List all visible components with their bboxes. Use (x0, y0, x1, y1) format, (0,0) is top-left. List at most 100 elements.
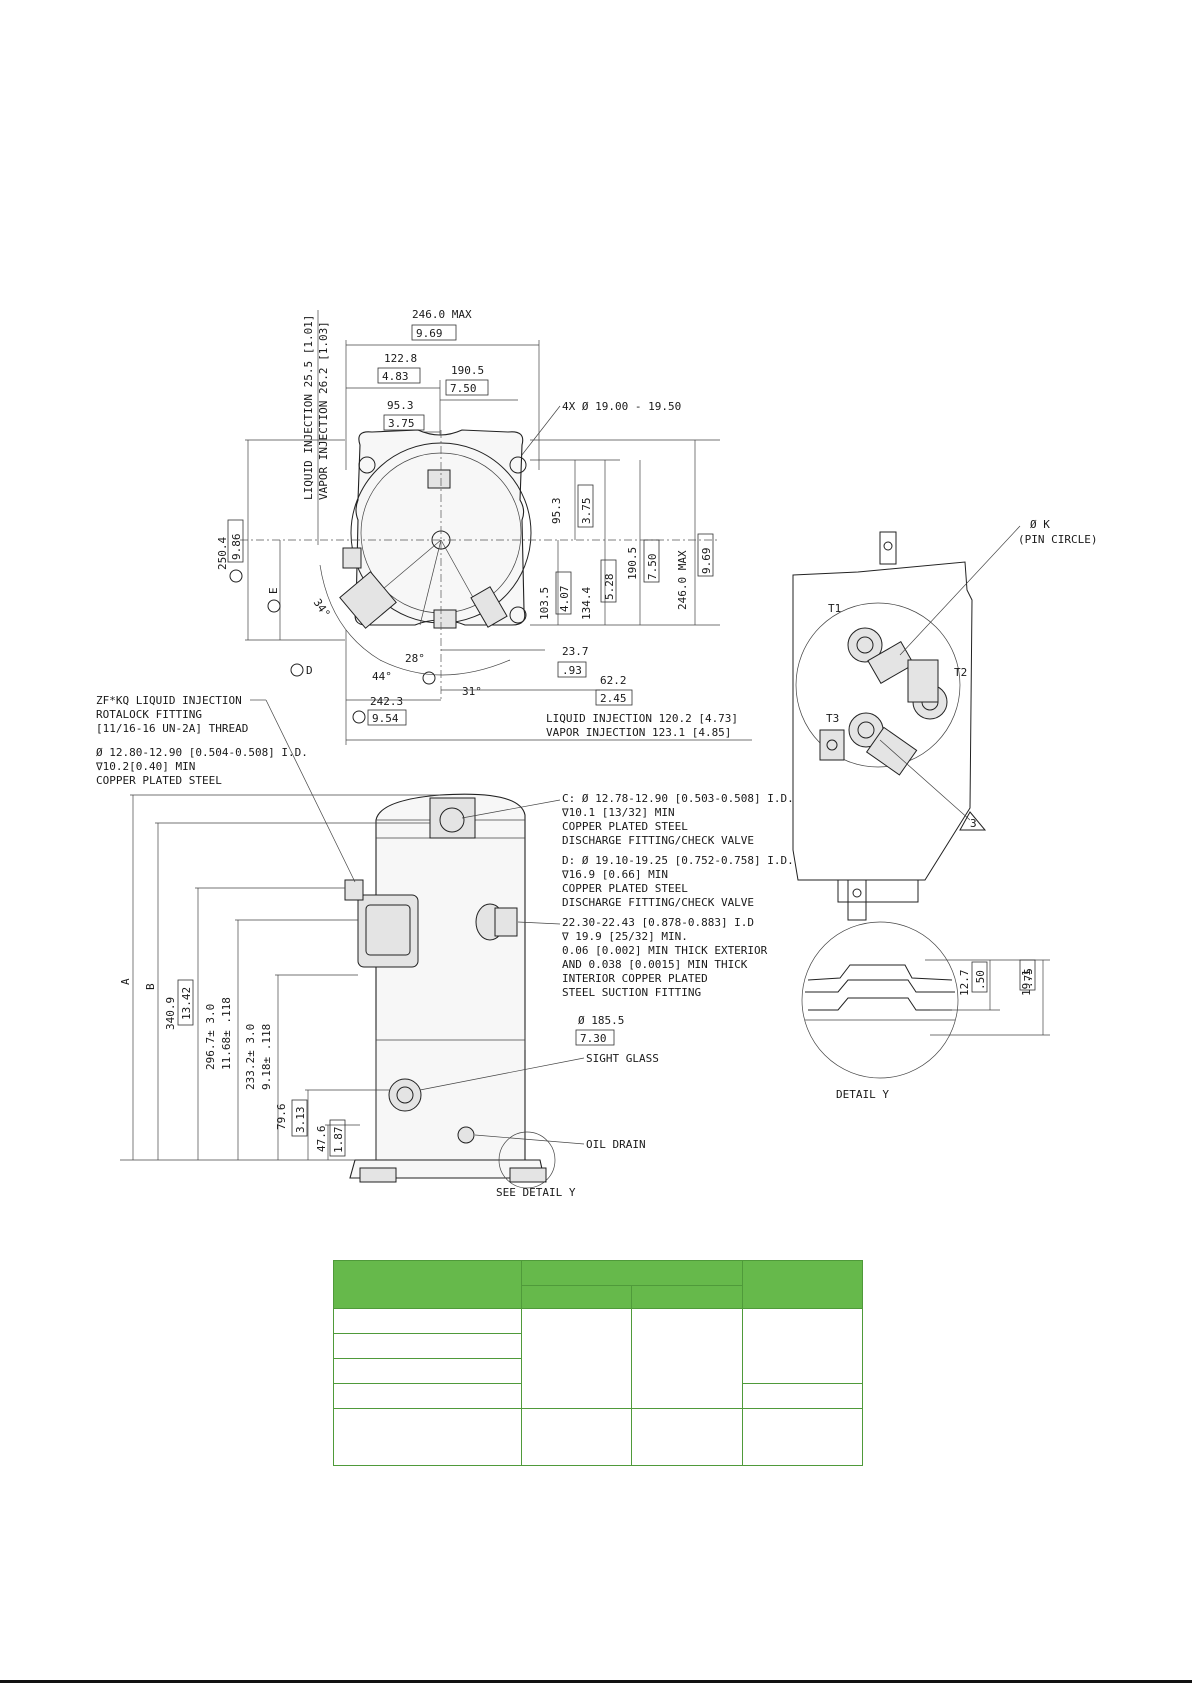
detail-y-label: DETAIL Y (836, 1088, 889, 1101)
right-dim-103-in: 4.07 (558, 586, 571, 613)
detail-dim-19: 19.1 (1020, 970, 1033, 997)
spec-cell (520, 1408, 633, 1466)
angle-44: 44° (372, 670, 392, 683)
dim-190-in: 7.50 (450, 382, 477, 395)
note-d-4: DISCHARGE FITTING/CHECK VALVE (562, 896, 754, 909)
detail-dim-12: 12.7 (958, 970, 971, 997)
angle-28: 28° (405, 652, 425, 665)
vapor-injection-horizontal: VAPOR INJECTION 123.1 [4.85] (546, 726, 731, 739)
dim-95: 95.3 (387, 399, 414, 412)
spec-cell (333, 1358, 522, 1384)
spec-cell (333, 1308, 522, 1334)
spec-cell (520, 1308, 633, 1409)
detail-y-view: 12.7 .50 19.1 .75 DETAIL Y (801, 921, 1050, 1101)
dim-b: B (144, 983, 157, 990)
right-dim-190-in: 7.50 (646, 554, 659, 581)
liquid-injection-horizontal: LIQUID INJECTION 120.2 [4.73] (546, 712, 738, 725)
dim-a: A (119, 978, 132, 985)
note-d-1: D: Ø 19.10-19.25 [0.752-0.758] I.D. (562, 854, 794, 867)
spec-header-cell (333, 1260, 522, 1309)
see-detail-label: SEE DETAIL Y (496, 1186, 576, 1199)
detail-dim-19-in: .75 (1022, 968, 1035, 988)
spec-table (333, 1260, 864, 1466)
dim-overall-width-in: 9.69 (416, 327, 443, 340)
spec-cell (741, 1408, 864, 1466)
liquid-injection-vertical: LIQUID INJECTION 25.5 [1.01] (302, 315, 315, 500)
dim-190: 190.5 (451, 364, 484, 377)
page-bottom-rule (0, 1680, 1192, 1683)
dim-79: 79.6 (275, 1104, 288, 1131)
left-height-in: 9.86 (230, 534, 243, 561)
dim-62: 62.2 (600, 674, 627, 687)
note-zf-6: COPPER PLATED STEEL (96, 774, 222, 787)
note-s-3: 0.06 [0.002] MIN THICK EXTERIOR (562, 944, 768, 957)
vapor-injection-vertical: VAPOR INJECTION 26.2 [1.03] (317, 321, 330, 500)
spec-cell (333, 1333, 522, 1359)
terminal-t1: T1 (828, 602, 841, 615)
dim-296: 296.7± 3.0 (204, 1004, 217, 1070)
top-view: 246.0 MAX 9.69 122.8 4.83 190.5 7.50 95.… (216, 308, 752, 745)
right-dim-134-in: 5.28 (603, 574, 616, 601)
right-dim-190: 190.5 (626, 547, 639, 580)
note-zf-5: ∇10.2[0.40] MIN (95, 760, 195, 773)
pin-circle-label: (PIN CIRCLE) (1018, 533, 1097, 546)
dim-23: 23.7 (562, 645, 589, 658)
spec-subheader-cell (520, 1285, 633, 1309)
spec-header-cell (741, 1260, 864, 1309)
dim-62-in: 2.45 (600, 692, 627, 705)
note-s-4: AND 0.038 [0.0015] MIN THICK (562, 958, 748, 971)
dim-242-in: 9.54 (372, 712, 399, 725)
note-c-4: DISCHARGE FITTING/CHECK VALVE (562, 834, 754, 847)
pin-circle-dia: Ø K (1030, 518, 1050, 531)
angle-31: 31° (462, 685, 482, 698)
dim-233-in: 9.18± .118 (260, 1024, 273, 1090)
note-zf-4: Ø 12.80-12.90 [0.504-0.508] I.D. (96, 746, 308, 759)
label-e: E (267, 587, 280, 594)
dim-122-in: 4.83 (382, 370, 409, 383)
note-s-6: STEEL SUCTION FITTING (562, 986, 701, 999)
note-c-1: C: Ø 12.78-12.90 [0.503-0.508] I.D. (562, 792, 794, 805)
dim-296-in: 11.68± .118 (220, 997, 233, 1070)
left-height: 250.4 (216, 537, 229, 570)
sight-glass-label: SIGHT GLASS (586, 1052, 659, 1065)
callout-3: 3 (970, 817, 977, 830)
spec-cell (631, 1308, 743, 1409)
note-zf-2: ROTALOCK FITTING (96, 708, 202, 721)
dim-23-in: .93 (562, 664, 582, 677)
oil-drain-label: OIL DRAIN (586, 1138, 646, 1151)
spec-header-cell (520, 1260, 743, 1286)
right-dim-95-in: 3.75 (580, 498, 593, 525)
dia-185-in: 7.30 (580, 1032, 607, 1045)
note-s-1: 22.30-22.43 [0.878-0.883] I.D (562, 916, 754, 929)
dim-47: 47.6 (315, 1126, 328, 1153)
dim-340-in: 13.42 (180, 987, 193, 1020)
terminal-t2: T2 (954, 666, 967, 679)
terminal-box-view: T1 T2 T3 Ø K (PIN CIRCLE) 3 (792, 518, 1097, 921)
note-s-5: INTERIOR COPPER PLATED (562, 972, 708, 985)
right-dim-246-in: 9.69 (700, 548, 713, 575)
spec-cell (333, 1383, 522, 1409)
right-dim-103: 103.5 (538, 587, 551, 620)
note-zf-3: [11/16-16 UN-2A] THREAD (96, 722, 248, 735)
label-d: D (306, 664, 313, 677)
dim-122: 122.8 (384, 352, 417, 365)
dim-340: 340.9 (164, 997, 177, 1030)
dim-79-in: 3.13 (294, 1107, 307, 1134)
dim-47-in: 1.87 (332, 1127, 345, 1154)
note-s-2: ∇ 19.9 [25/32] MIN. (561, 930, 688, 943)
note-d-3: COPPER PLATED STEEL (562, 882, 688, 895)
spec-subheader-cell (631, 1285, 743, 1309)
spec-cell (741, 1383, 864, 1409)
spec-cell (631, 1408, 743, 1466)
right-dim-246: 246.0 MAX (676, 550, 689, 610)
note-c-3: COPPER PLATED STEEL (562, 820, 688, 833)
spec-cell (741, 1308, 864, 1384)
terminal-t3: T3 (826, 712, 839, 725)
hole-callout: 4X Ø 19.00 - 19.50 (562, 400, 681, 413)
right-dim-95: 95.3 (550, 498, 563, 525)
note-d-2: ∇16.9 [0.66] MIN (561, 868, 668, 881)
spec-cell (333, 1408, 522, 1466)
side-view: ZF*KQ LIQUID INJECTION ROTALOCK FITTING … (95, 694, 794, 1199)
right-dim-134: 134.4 (580, 587, 593, 620)
